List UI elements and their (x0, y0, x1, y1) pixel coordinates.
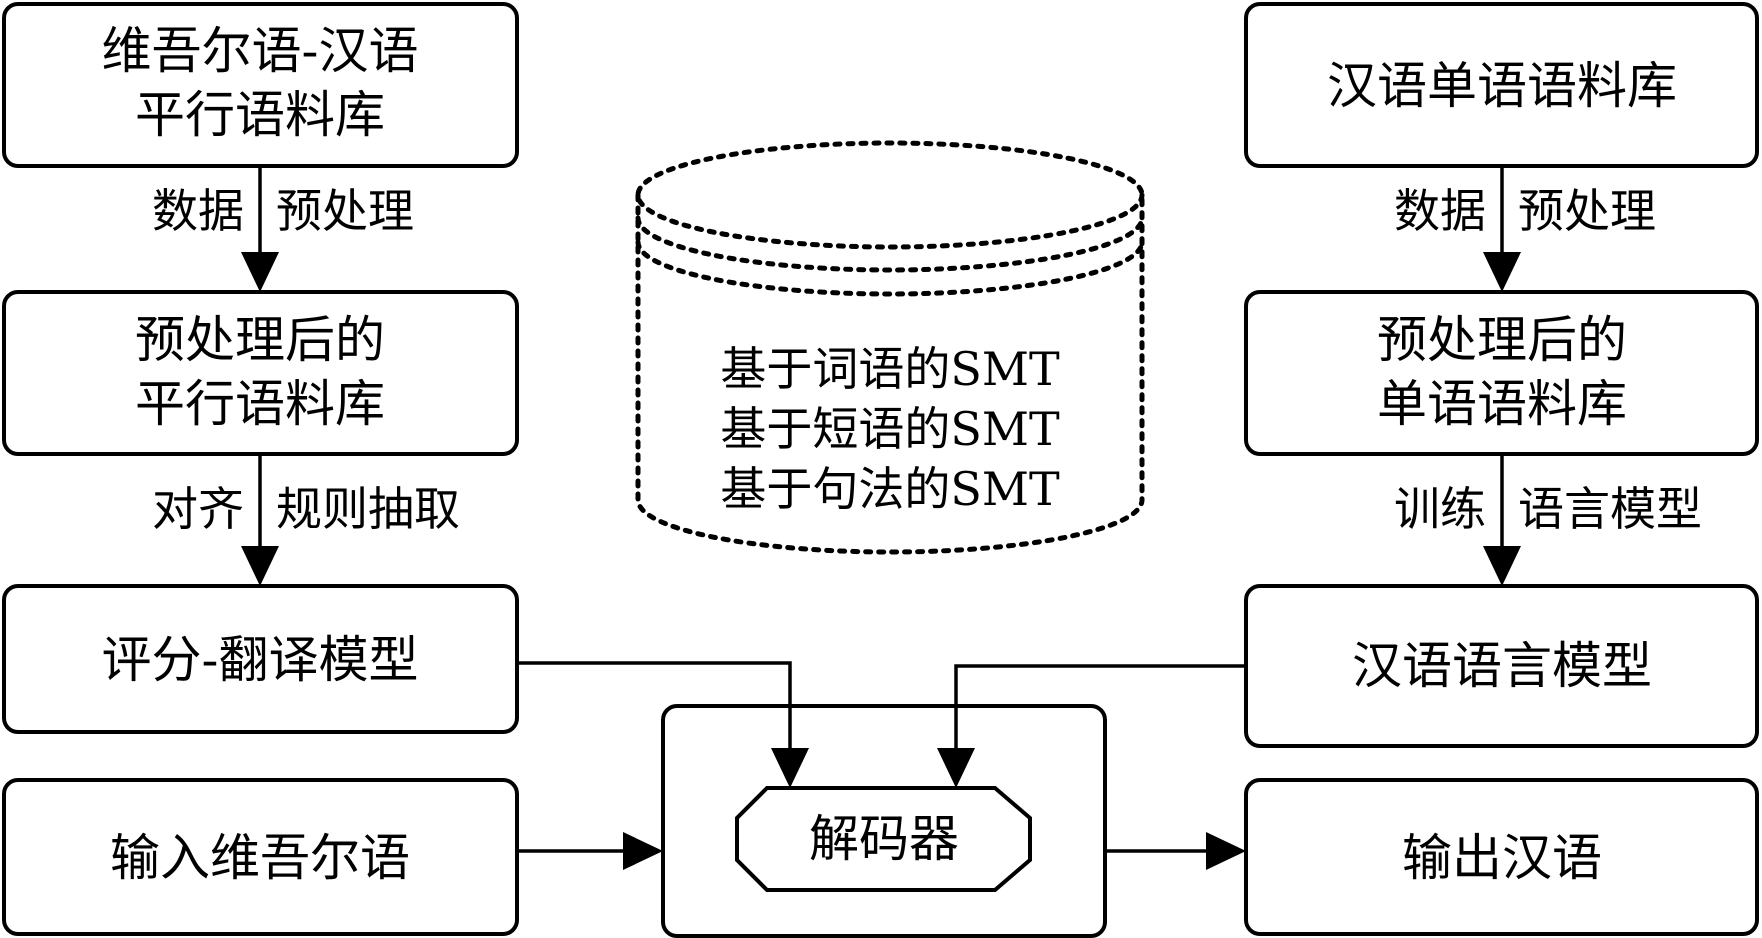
monolingual-corpus-label: 汉语单语语料库 (1327, 57, 1677, 115)
right-arrow-1 (1483, 166, 1521, 292)
smt-cylinder: 基于词语的SMT 基于短语的SMT 基于句法的SMT (635, 140, 1145, 555)
smt-phrase-based: 基于短语的SMT (720, 402, 1060, 456)
scoring-translation-model-box: 评分-翻译模型 (2, 584, 519, 734)
scoring-translation-model-label: 评分-翻译模型 (102, 631, 419, 689)
translation-model-to-decoder-arrow (517, 661, 809, 788)
output-chinese-label: 输出汉语 (1402, 829, 1602, 887)
chinese-language-model-box: 汉语语言模型 (1244, 584, 1759, 748)
left-step1-label-left: 数据 (152, 184, 244, 238)
uyghur-chinese-parallel-corpus-box: 维吾尔语-汉语 平行语料库 (2, 2, 519, 168)
chinese-monolingual-corpus-box: 汉语单语语料库 (1244, 2, 1759, 168)
decoder-label: 解码器 (809, 810, 959, 868)
processed-monolingual-line1: 预处理后的 (1377, 311, 1627, 369)
output-chinese-box: 输出汉语 (1244, 778, 1759, 936)
left-step1-label-right: 预处理 (276, 184, 414, 238)
language-model-to-decoder-arrow (937, 664, 1246, 788)
input-to-decoder-arrow (517, 832, 663, 870)
right-arrow-2 (1483, 454, 1521, 586)
processed-monolingual-line2: 单语语料库 (1377, 375, 1627, 433)
parallel-corpus-line1: 维吾尔语-汉语 (102, 22, 419, 80)
smt-word-based: 基于词语的SMT (720, 342, 1060, 396)
decoder-to-output-arrow (1105, 832, 1246, 870)
input-uyghur-box: 输入维吾尔语 (2, 778, 519, 936)
left-step2-label-right: 规则抽取 (276, 482, 460, 536)
decoder-node: 解码器 (735, 786, 1032, 892)
processed-parallel-line2: 平行语料库 (135, 375, 385, 433)
processed-parallel-corpus-box: 预处理后的 平行语料库 (2, 290, 519, 456)
input-uyghur-label: 输入维吾尔语 (110, 829, 410, 887)
processed-monolingual-corpus-box: 预处理后的 单语语料库 (1244, 290, 1759, 456)
left-arrow-1 (241, 166, 279, 292)
left-arrow-2 (241, 454, 279, 586)
right-step1-label-right: 预处理 (1518, 184, 1656, 238)
right-step2-label-left: 训练 (1394, 482, 1486, 536)
left-step2-label-left: 对齐 (152, 482, 244, 536)
parallel-corpus-line2: 平行语料库 (135, 86, 385, 144)
right-step2-label-right: 语言模型 (1518, 482, 1702, 536)
right-step1-label-left: 数据 (1394, 184, 1486, 238)
smt-syntax-based: 基于句法的SMT (720, 462, 1060, 516)
processed-parallel-line1: 预处理后的 (135, 311, 385, 369)
chinese-language-model-label: 汉语语言模型 (1352, 637, 1652, 695)
